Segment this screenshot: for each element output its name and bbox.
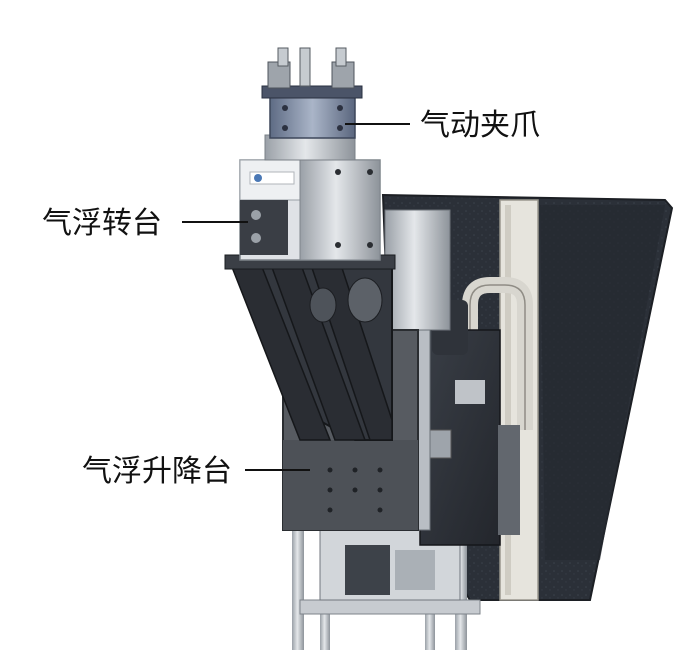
callout-rotary-stage: 气浮转台: [42, 206, 248, 241]
angled-bracket: [224, 254, 396, 441]
rotary-stage-block: [239, 159, 381, 261]
label-pneumatic-gripper: 气动夹爪: [420, 108, 540, 143]
label-air-rotary-stage: 气浮转台: [42, 206, 162, 241]
pneumatic-gripper: [261, 47, 363, 139]
callout-gripper: 气动夹爪: [345, 108, 540, 143]
callout-lift-stage: 气浮升降台: [82, 454, 310, 489]
label-air-lift-stage: 气浮升降台: [82, 454, 232, 489]
gripper-mount-ring: [264, 134, 356, 161]
drive-motor-block: [419, 300, 520, 546]
